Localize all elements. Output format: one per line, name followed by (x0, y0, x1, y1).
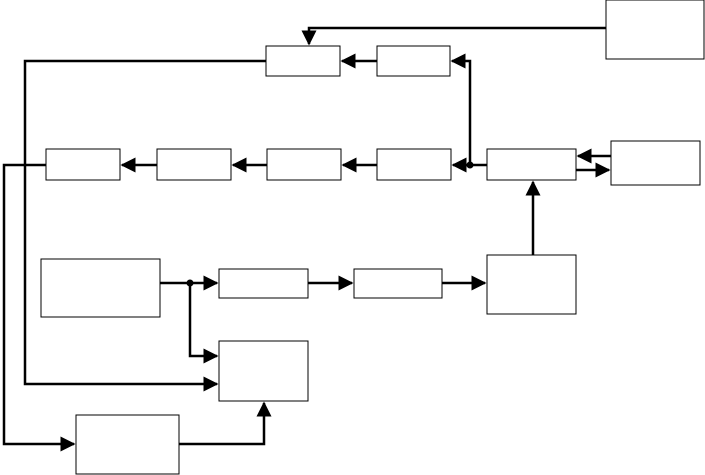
row3-box-2 (353, 268, 443, 299)
junction-dot-row3 (186, 279, 194, 287)
row2-box-1 (45, 148, 121, 181)
row2-box-3 (266, 148, 342, 181)
connector-row2-1-loop-to-bottom (2, 163, 76, 452)
bottom-box (75, 414, 180, 475)
row3-right-box (486, 254, 577, 315)
connector-topright-to-topmid (301, 26, 606, 46)
connector-input-branch-to-lowermid (188, 283, 219, 364)
row2-hub-box (486, 148, 577, 181)
lower-mid-box (218, 340, 309, 402)
junction-dot-row2 (466, 161, 474, 169)
row2-box-2 (156, 148, 232, 181)
top-small-box (376, 45, 451, 77)
top-right-box (605, 0, 705, 60)
row2-right-box (610, 140, 701, 186)
connector-bottom-to-lowermid (179, 401, 272, 446)
connector-topmid-loop-to-lowermid (23, 59, 266, 392)
row3-box-1 (218, 268, 309, 299)
connector-junction-to-topsmall (450, 53, 472, 165)
top-mid-box (265, 45, 341, 77)
left-input-box (40, 258, 161, 318)
row2-box-4 (376, 148, 452, 181)
